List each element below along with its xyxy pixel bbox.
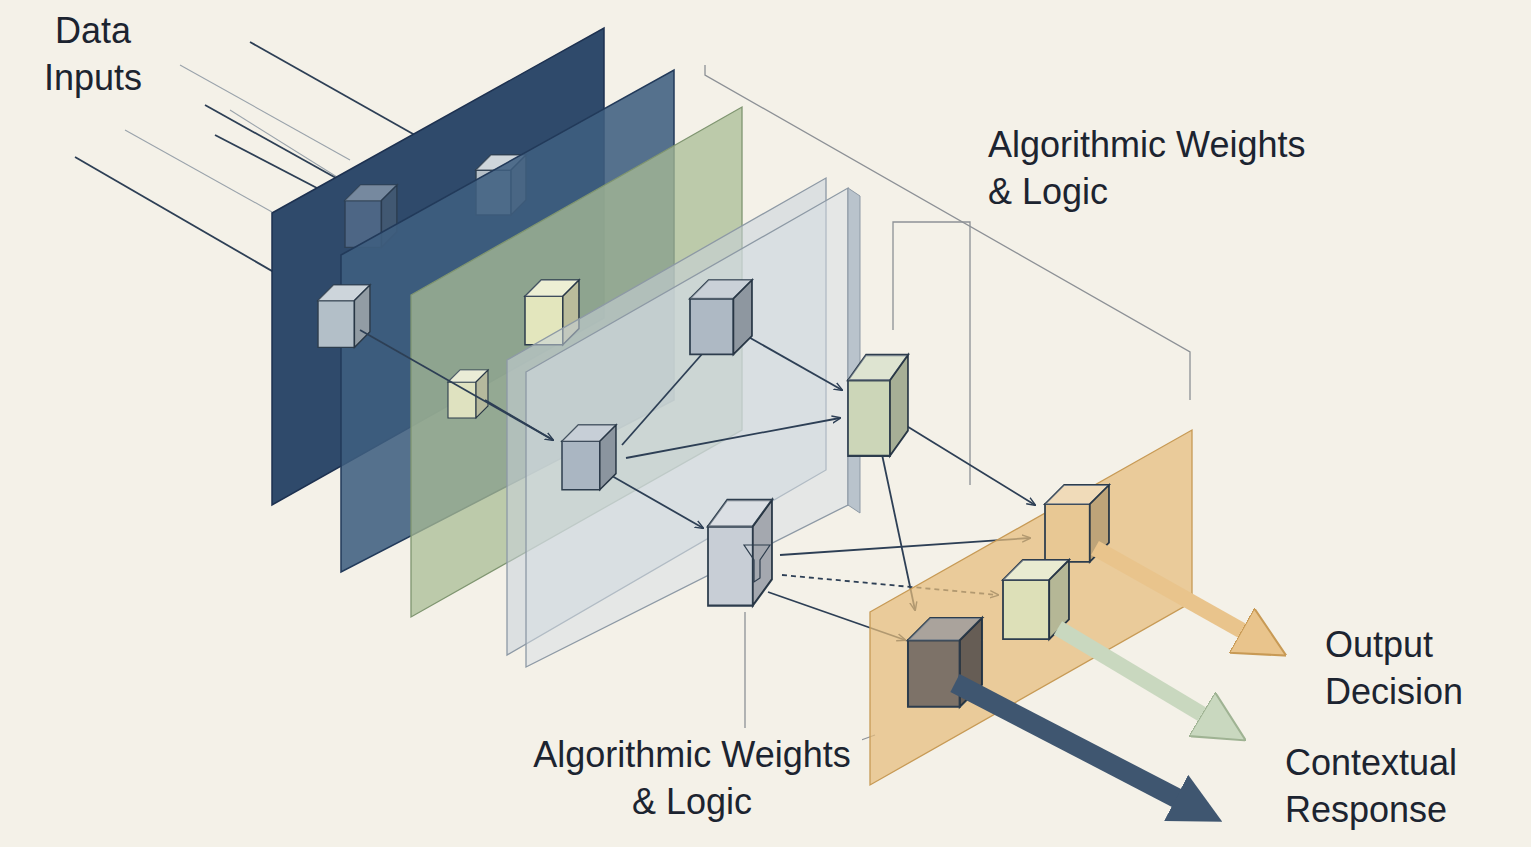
bracket-line [893,222,970,485]
flow-arrow [605,472,703,528]
section-label: Algorithmic Weights & Logic [985,122,1330,216]
flow-arrow [745,335,842,390]
flow-arrow [905,425,1035,505]
layer-panel [526,188,848,667]
output-arrow [1058,628,1215,722]
output-arrow [1095,548,1255,638]
flow-arrow [626,418,840,458]
filter-icon [744,545,770,582]
output-arrow [955,683,1190,805]
section-label: Algorithmic Weights & Logic [522,732,862,826]
input-ray [230,110,345,182]
output-label: Output Decision [1322,622,1512,716]
panel-edge [848,188,860,513]
input-ray [180,65,350,160]
flow-arrow [622,345,710,445]
flow-arrow [485,400,553,440]
node-cube [690,280,752,354]
output-label: Contextual Response [1282,740,1517,834]
node-cube [848,355,908,456]
flow-arrow [360,330,553,440]
input-label: Data Inputs [28,8,158,102]
input-arrow [205,105,345,183]
node-cube [448,370,488,418]
filter-cube [708,500,772,606]
node-cube [318,285,370,347]
leader-line [744,612,745,728]
node-cube [562,425,616,490]
